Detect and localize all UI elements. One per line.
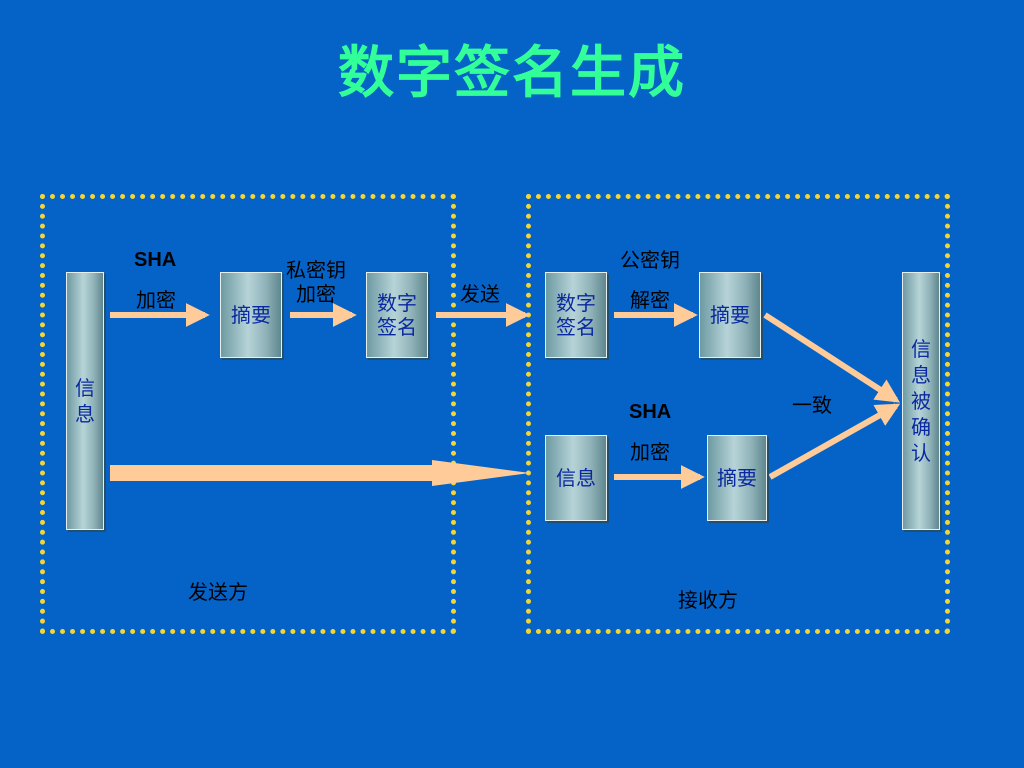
sender-encrypt-label: 加密 <box>136 288 176 312</box>
public-key-label: 公密钥 <box>620 248 680 272</box>
receiver-signature-box: 数字签名 <box>545 272 607 358</box>
sender-signature-box: 数字签名 <box>366 272 428 358</box>
private-key-label: 私密钥 加密 <box>286 258 346 306</box>
sender-region-label: 发送方 <box>188 580 248 604</box>
receiver-digest-box-bottom: 摘要 <box>707 435 767 521</box>
receiver-region-label: 接收方 <box>678 588 738 612</box>
arrow-send-info <box>110 460 530 486</box>
receiver-encrypt-label: 加密 <box>630 440 670 464</box>
sender-region <box>40 194 456 634</box>
info-confirmed-box: 信息被确认 <box>902 272 940 530</box>
send-label: 发送 <box>460 282 500 306</box>
arrow-compare-bottom <box>768 403 901 480</box>
match-label: 一致 <box>792 393 832 417</box>
receiver-digest-box-top: 摘要 <box>699 272 761 358</box>
receiver-info-box: 信息 <box>545 435 607 521</box>
sender-sha-label: SHA <box>134 249 177 271</box>
arrow-compare-top <box>763 312 901 403</box>
sender-info-box: 信息 <box>66 272 104 530</box>
receiver-sha-label: SHA <box>629 401 672 423</box>
receiver-region <box>526 194 950 634</box>
sender-digest-box: 摘要 <box>220 272 282 358</box>
page-title: 数字签名生成 <box>338 41 686 106</box>
decrypt-label: 解密 <box>630 288 670 312</box>
